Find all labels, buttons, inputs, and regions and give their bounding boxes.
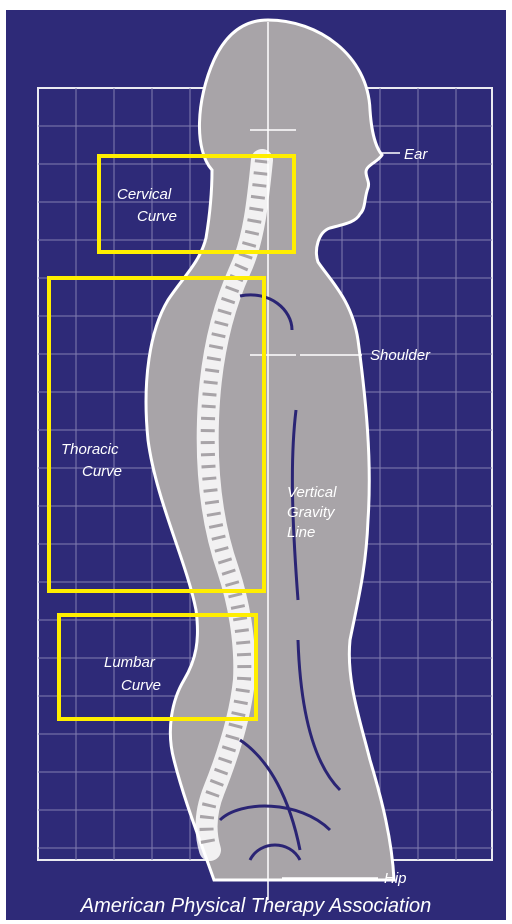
- body-silhouette: [146, 20, 394, 880]
- thoracic-label-2: Curve: [82, 463, 122, 480]
- thoracic-label-1: Thoracic: [61, 441, 119, 458]
- cervical-label-1: Cervical: [117, 186, 172, 203]
- gravity-label-2: Gravity: [287, 504, 336, 521]
- gravity-label-3: Line: [287, 524, 315, 541]
- shoulder-label: Shoulder: [370, 347, 431, 364]
- ear-label: Ear: [404, 146, 428, 163]
- cervical-label-2: Curve: [137, 208, 177, 225]
- lumbar-label-2: Curve: [121, 677, 161, 694]
- lumbar-label-1: Lumbar: [104, 654, 156, 671]
- footer-credit: American Physical Therapy Association: [80, 895, 432, 917]
- hip-label: Hip: [384, 870, 407, 887]
- gravity-label-1: Vertical: [287, 484, 337, 501]
